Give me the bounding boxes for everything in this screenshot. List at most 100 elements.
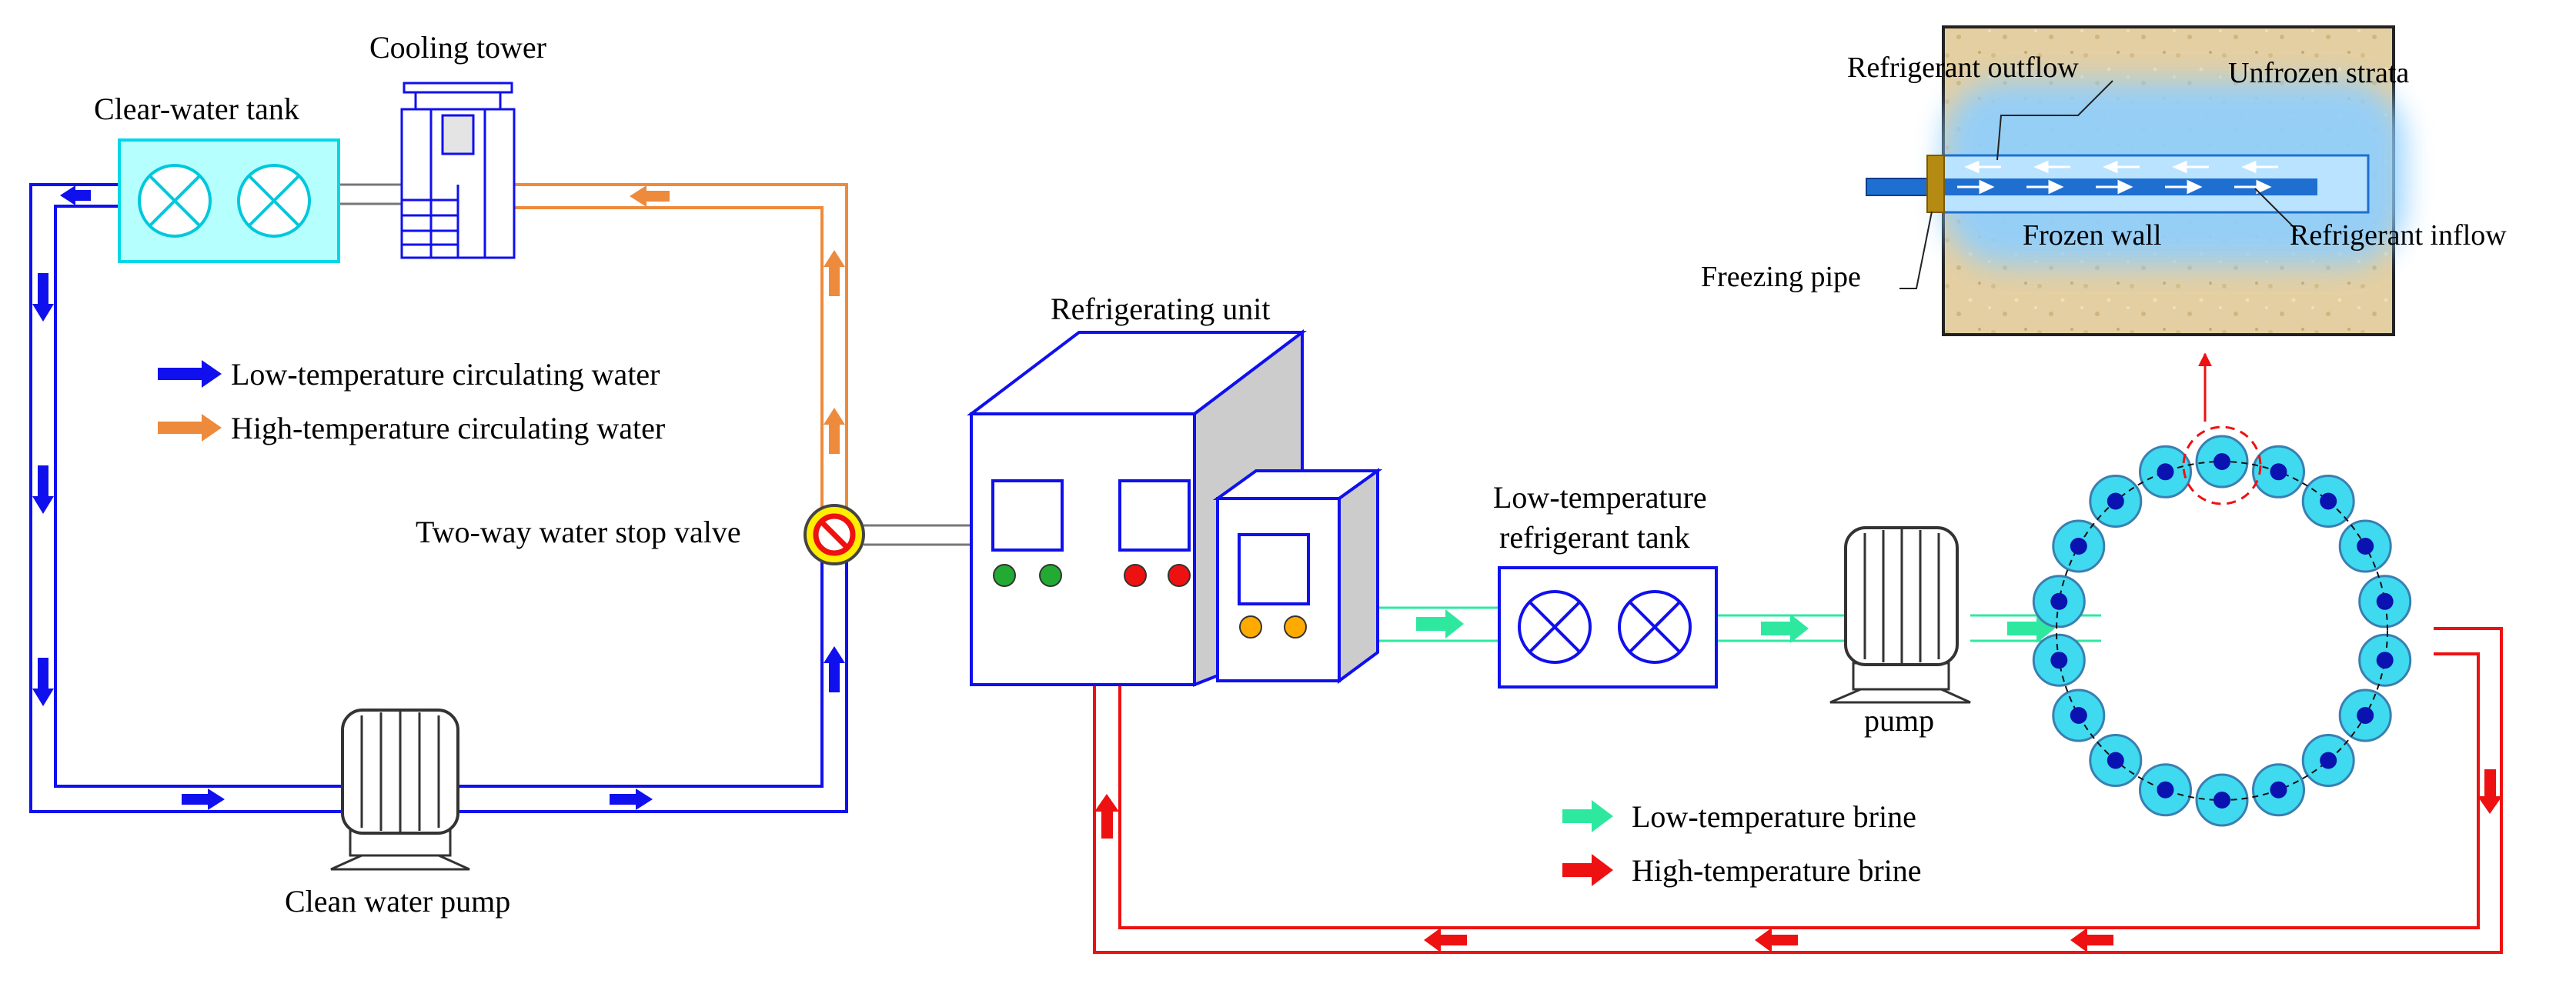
- freezing-pipe-core: [2213, 792, 2230, 809]
- freezing-pipe-core: [2157, 463, 2174, 481]
- indicator-light[interactable]: [1039, 564, 1062, 587]
- high-water-flow-arrows: [630, 185, 845, 454]
- arrow-down-icon: [32, 658, 54, 706]
- leader-freezing-pipe: [1899, 211, 1933, 289]
- arrow-right-icon: [182, 789, 225, 810]
- inflow-arrows: [1957, 179, 2272, 195]
- inset-highlight-circle: [2182, 425, 2262, 505]
- legend-label: Low-temperature circulating water: [231, 357, 660, 392]
- freezing-pipe-core: [2270, 463, 2287, 481]
- two-way-valve-label: Two-way water stop valve: [416, 515, 741, 549]
- freezing-pipe-core: [2376, 652, 2394, 669]
- freezing-pipe-core: [2376, 592, 2394, 610]
- arrow-right-icon: [1416, 609, 1464, 639]
- freezing-pipe-core: [2070, 538, 2087, 555]
- clean-water-pump: [330, 709, 470, 871]
- clear-water-tank: [118, 138, 340, 263]
- pump-label: pump: [1864, 703, 1934, 738]
- low-temp-brine-lines: [1378, 606, 2101, 642]
- refrigerant-inflow-label: Refrigerant inflow: [2290, 219, 2507, 252]
- indicator-light[interactable]: [1124, 564, 1147, 587]
- refrigerating-unit-control: [1212, 468, 1383, 684]
- indicator-light[interactable]: [1239, 615, 1262, 639]
- valve-unit-connector: [864, 524, 971, 546]
- freezing-pipe-core: [2157, 781, 2174, 799]
- refrigerating-unit-label: Refrigerating unit: [1051, 292, 1270, 326]
- high-brine-flow-arrows: [1094, 769, 2502, 952]
- freezing-pipe-label: Freezing pipe: [1701, 261, 1861, 293]
- legend-swatch-arrow: [1562, 854, 1613, 886]
- legend-label: High-temperature brine: [1632, 853, 1922, 888]
- low-temp-water-loop: [29, 183, 848, 813]
- low-water-flow-arrows: [32, 185, 845, 810]
- arrow-right-icon: [610, 789, 653, 810]
- freezing-pipe-core: [2320, 752, 2337, 769]
- freezing-pipe-core: [2070, 707, 2087, 724]
- refrigerating-unit: [967, 328, 1307, 687]
- freezing-pipe-core: [2357, 707, 2374, 724]
- arrow-left-icon: [2070, 928, 2113, 952]
- arrow-up-icon: [1094, 794, 1119, 839]
- freezing-pipe-core: [2107, 752, 2124, 769]
- freezing-pipe-core: [2357, 538, 2374, 555]
- legend-swatch-arrow: [158, 414, 222, 442]
- legend-brine: Low-temperature brine High-temperature b…: [1562, 799, 1922, 888]
- fan-icon: [1518, 590, 1592, 664]
- leader-outflow: [1996, 80, 2113, 161]
- refrigerant-outflow-label: Refrigerant outflow: [1847, 52, 2079, 84]
- display-screen: [991, 479, 1064, 552]
- clear-water-tank-label: Clear-water tank: [94, 92, 299, 126]
- low-temp-refrigerant-tank: [1498, 566, 1718, 689]
- arrow-left-icon: [60, 185, 91, 205]
- legend-water: Low-temperature circulating water High-t…: [158, 357, 665, 445]
- low-temp-tank-label: Low-temperature: [1493, 480, 1707, 515]
- cooling-tower-label: Cooling tower: [369, 30, 546, 65]
- fan-icon: [138, 164, 212, 238]
- brine-pump: [1829, 526, 1971, 704]
- freezing-pipe-core: [2050, 592, 2068, 610]
- high-temp-water-loop: [512, 183, 848, 509]
- freezing-pipe-core: [2050, 652, 2068, 669]
- indicator-light[interactable]: [1168, 564, 1191, 587]
- outflow-arrows: [1964, 160, 2278, 174]
- arrow-up-icon: [824, 646, 845, 692]
- display-screen: [1238, 533, 1310, 605]
- freezing-pipe-core: [2213, 453, 2230, 470]
- legend-label: Low-temperature brine: [1632, 799, 1916, 834]
- arrow-down-icon: [32, 273, 54, 322]
- legend-swatch-arrow: [1562, 800, 1613, 832]
- tank-tower-connector: [339, 183, 402, 205]
- leader-inflow: [2254, 188, 2298, 232]
- freezing-pipe-core: [2320, 492, 2337, 510]
- two-way-valve[interactable]: [804, 504, 865, 565]
- arrow-up-icon: [824, 250, 845, 296]
- freezing-pipe-detail-inset: [1866, 25, 2405, 336]
- arrow-down-icon: [32, 465, 54, 514]
- arrow-right-icon: [1761, 614, 1809, 643]
- display-screen: [1118, 479, 1191, 552]
- cooling-tower: [400, 82, 516, 259]
- freezing-pipe-core: [2270, 781, 2287, 799]
- unfrozen-strata-label: Unfrozen strata: [2228, 57, 2409, 89]
- high-water-pipe-outer: [512, 183, 848, 509]
- indicator-light[interactable]: [1284, 615, 1307, 639]
- low-temp-tank-label: refrigerant tank: [1499, 520, 1690, 555]
- arrow-left-icon: [630, 185, 670, 207]
- arrow-up-icon: [824, 408, 845, 454]
- low-water-pipe-outer: [29, 183, 342, 813]
- freezing-pipe-ring: [2032, 435, 2412, 827]
- arrow-down-icon: [2477, 769, 2502, 814]
- pipe-flange: [1926, 155, 1945, 213]
- fan-icon: [237, 164, 311, 238]
- low-water-pipe-right-inner: [458, 560, 824, 788]
- clean-water-pump-label: Clean water pump: [285, 884, 510, 919]
- freezing-pipe-core: [2107, 492, 2124, 510]
- fan-icon: [1618, 590, 1692, 664]
- indicator-light[interactable]: [993, 564, 1016, 587]
- high-water-pipe-inner: [512, 206, 824, 509]
- low-water-pipe-right-outer: [458, 560, 848, 813]
- low-water-pipe-inner: [54, 205, 342, 788]
- legend-label: High-temperature circulating water: [231, 411, 665, 445]
- frozen-wall-label: Frozen wall: [2023, 219, 2161, 252]
